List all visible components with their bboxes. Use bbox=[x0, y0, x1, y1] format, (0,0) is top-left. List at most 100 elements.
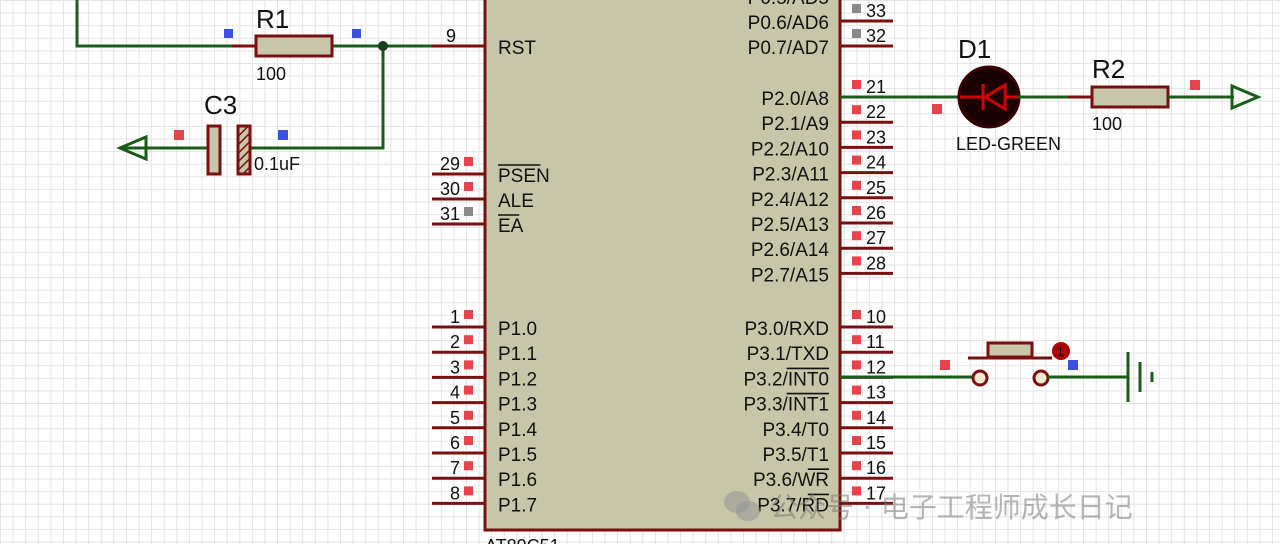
pin-marker bbox=[852, 4, 861, 13]
pin-marker-red bbox=[174, 130, 184, 140]
pin-label: P3.5/T1 bbox=[762, 445, 829, 466]
pin-marker-blue bbox=[224, 29, 233, 38]
pin-number: 1 bbox=[450, 307, 460, 327]
pin-number: 6 bbox=[450, 433, 460, 453]
resistor-r2[interactable]: R2 100 bbox=[1068, 54, 1200, 134]
pin-number: 29 bbox=[440, 154, 460, 174]
wire-junction-c3[interactable] bbox=[250, 46, 385, 150]
pin-marker bbox=[464, 486, 473, 496]
pin-number: 30 bbox=[440, 179, 460, 199]
pin-label: RST bbox=[498, 38, 536, 59]
pin-marker bbox=[852, 80, 861, 89]
pushbutton[interactable]: 1 bbox=[940, 341, 1078, 387]
d1-ref: D1 bbox=[958, 34, 991, 64]
pin-marker bbox=[852, 436, 861, 445]
pin-p1-6[interactable]: 7P1.6 bbox=[432, 458, 537, 491]
pin-marker-blue bbox=[1068, 360, 1078, 370]
junction-dot bbox=[378, 41, 388, 51]
pin-marker bbox=[852, 256, 861, 266]
pin-label: P1.1 bbox=[498, 344, 537, 365]
pin-p1-4[interactable]: 5P1.4 bbox=[432, 408, 538, 441]
r2-ref: R2 bbox=[1092, 54, 1125, 84]
pin-p1-2[interactable]: 3P1.2 bbox=[432, 357, 537, 390]
pins-port3: 10P3.0/RXD11P3.1/TXD12P3.2/INT013P3.3/IN… bbox=[743, 307, 893, 516]
pin-number: 16 bbox=[866, 458, 886, 478]
pin-marker-red bbox=[932, 104, 942, 114]
pin-marker bbox=[464, 182, 473, 191]
pin-number: 14 bbox=[866, 408, 886, 428]
pin-marker bbox=[852, 206, 861, 215]
pin-p1-0[interactable]: 1P1.0 bbox=[432, 307, 537, 340]
pin-rst[interactable]: 9 RST bbox=[432, 26, 536, 59]
pin-label: ALE bbox=[498, 191, 534, 212]
pin-marker bbox=[464, 436, 473, 445]
pin-label: P3.6/WR bbox=[753, 470, 829, 491]
pin-p0-5-ad5[interactable]: 34P0.5/AD5 bbox=[748, 0, 893, 9]
switch-state-icon[interactable] bbox=[1052, 342, 1070, 360]
resistor-r1[interactable]: R1 100 bbox=[224, 4, 361, 84]
pin-marker bbox=[852, 310, 861, 319]
r1-ref: R1 bbox=[256, 4, 289, 34]
r2-value: 100 bbox=[1092, 114, 1122, 134]
pin-marker-blue bbox=[352, 29, 361, 38]
pin-marker bbox=[852, 486, 861, 496]
pin-number: 25 bbox=[866, 178, 886, 198]
pin-label: P2.5/A13 bbox=[751, 215, 829, 236]
pin-p1-5[interactable]: 6P1.5 bbox=[432, 433, 537, 466]
pin-label: P2.7/A15 bbox=[751, 265, 829, 286]
pin-label: P1.3 bbox=[498, 395, 537, 416]
watermark: 公众号 · 电子工程师成长日记 bbox=[722, 486, 1133, 526]
pin-marker bbox=[464, 461, 473, 471]
pin-number: 33 bbox=[866, 1, 886, 21]
led-d1[interactable]: D1 LED-GREEN bbox=[932, 34, 1061, 154]
pin-label: P1.0 bbox=[498, 319, 537, 340]
pin-marker bbox=[852, 335, 861, 345]
pin-p1-7[interactable]: 8P1.7 bbox=[432, 483, 537, 516]
pin-marker bbox=[852, 155, 861, 165]
pin-label: P3.0/RXD bbox=[745, 319, 829, 340]
pin-marker bbox=[852, 461, 861, 471]
watermark-text: 公众号 · 电子工程师成长日记 bbox=[770, 491, 1133, 524]
pin-p1-1[interactable]: 2P1.1 bbox=[432, 332, 537, 365]
wire-reset-top[interactable] bbox=[75, 0, 232, 48]
pin-label: P1.5 bbox=[498, 445, 537, 466]
pin-label: P1.6 bbox=[498, 470, 537, 491]
chip-body[interactable] bbox=[483, 0, 842, 532]
pin-label: P3.7/RD bbox=[757, 495, 829, 516]
pin-label: P2.0/A8 bbox=[761, 89, 829, 110]
pin-label: EA bbox=[498, 216, 524, 237]
pin-marker bbox=[852, 410, 861, 420]
pin-number: 8 bbox=[450, 483, 460, 503]
pin-p1-3[interactable]: 4P1.3 bbox=[432, 383, 537, 416]
pin-number: 21 bbox=[866, 77, 886, 97]
pin-marker bbox=[464, 360, 473, 370]
pin-label: P3.1/TXD bbox=[747, 344, 829, 365]
pin-label: P2.4/A12 bbox=[751, 190, 829, 211]
pin-label: P2.3/A11 bbox=[752, 165, 829, 186]
capacitor-c3[interactable]: C3 0.1uF bbox=[116, 90, 300, 176]
pin-label: P0.7/AD7 bbox=[748, 38, 829, 59]
pin-marker bbox=[852, 130, 861, 140]
